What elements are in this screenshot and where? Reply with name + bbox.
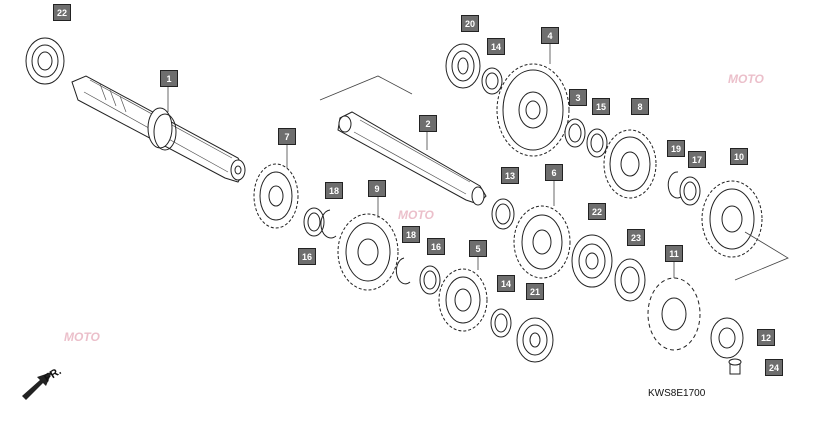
callout-4: 4 (541, 27, 559, 44)
callout-18-left: 18 (325, 182, 343, 199)
washer-17 (679, 176, 701, 206)
callout-21: 21 (526, 283, 544, 300)
washer-14-top (481, 67, 503, 95)
callout-8: 8 (631, 98, 649, 115)
bearing-20 (445, 43, 481, 89)
gear-7 (253, 163, 299, 229)
callout-24: 24 (765, 359, 783, 376)
snap-ring-18-left (320, 209, 337, 239)
snap-ring-19 (667, 171, 683, 199)
bearing-21 (516, 317, 554, 363)
callout-17: 17 (688, 151, 706, 168)
countershaft-2 (319, 75, 487, 206)
callout-14-bottom: 14 (497, 275, 515, 292)
front-arrow-icon (22, 372, 52, 400)
callout-5: 5 (469, 240, 487, 257)
callout-7: 7 (278, 128, 296, 145)
callout-16-right: 16 (427, 238, 445, 255)
washer-16-left (303, 207, 325, 237)
gear-6 (513, 205, 571, 279)
callout-18-right: 18 (402, 226, 420, 243)
callout-19: 19 (667, 140, 685, 157)
callout-9: 9 (368, 180, 386, 197)
gear-8 (603, 129, 657, 199)
callout-23: 23 (627, 229, 645, 246)
callout-22-left: 22 (53, 4, 71, 21)
callout-11: 11 (665, 245, 683, 262)
bolt-24 (728, 358, 742, 375)
callout-6: 6 (545, 164, 563, 181)
washer-16-right (419, 265, 441, 295)
oil-seal-23 (614, 258, 646, 302)
callout-16-left: 16 (298, 248, 316, 265)
bearing-22-right (571, 234, 613, 288)
fixing-plate-12 (710, 317, 744, 359)
leader-lines (167, 43, 675, 278)
watermark-center: MOTO (398, 208, 434, 222)
callout-14-top: 14 (487, 38, 505, 55)
gear-4 (496, 63, 570, 157)
bearing-22-left (25, 37, 65, 85)
callout-12: 12 (757, 329, 775, 346)
mainshaft-1 (71, 75, 246, 183)
callout-1: 1 (160, 70, 178, 87)
snap-ring-18-right (395, 257, 411, 285)
callout-3: 3 (569, 89, 587, 106)
gear-5 (438, 268, 488, 332)
diagram-code: KWS8E1700 (648, 388, 706, 399)
callout-10: 10 (730, 148, 748, 165)
callout-15: 15 (592, 98, 610, 115)
bushing-3 (564, 118, 586, 148)
callout-2: 2 (419, 115, 437, 132)
callout-20: 20 (461, 15, 479, 32)
watermark-bottom-left: MOTO (64, 330, 100, 344)
washer-14-bottom (490, 308, 512, 338)
gear-10 (701, 180, 789, 281)
callout-13: 13 (501, 167, 519, 184)
callout-22-right: 22 (588, 203, 606, 220)
gear-9 (337, 213, 399, 291)
watermark-top-right: MOTO (728, 72, 764, 86)
washer-13 (491, 198, 515, 230)
sprocket-11 (647, 277, 701, 351)
washer-15 (586, 128, 608, 158)
